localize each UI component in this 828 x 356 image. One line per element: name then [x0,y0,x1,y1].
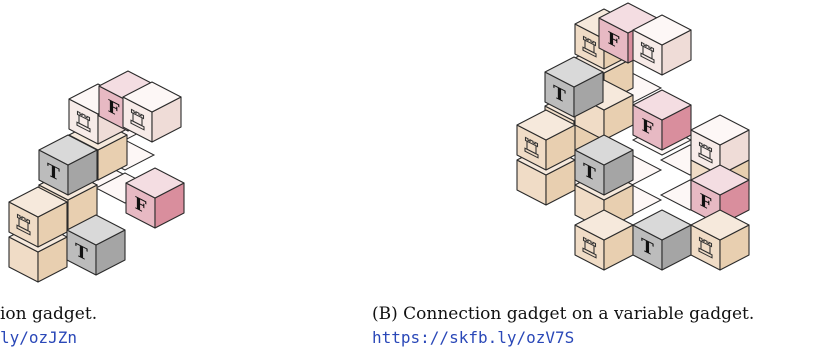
right-link[interactable]: https://skfb.ly/ozV7S [372,328,574,348]
right-caption: (B) Connection gadget on a variable gadg… [372,304,754,324]
false-label: F [699,190,711,216]
cube-t: T [66,214,126,276]
true-label: T [583,160,596,186]
cube-rook [574,209,634,271]
false-label: F [107,96,119,122]
cube-t: T [38,134,98,196]
true-label: T [553,82,566,108]
false-label: F [641,115,653,141]
false-label: F [607,28,619,54]
right-gadget-illustration: F T F T F T [516,2,750,271]
left-caption: ion gadget. [0,304,97,324]
cube-rook [632,14,692,76]
cube-rook [122,81,182,143]
cube-f: F [690,164,750,226]
false-label: F [134,193,146,219]
right-caption-label: (B) [372,304,398,324]
rook-icon [698,141,713,164]
true-label: T [47,160,60,186]
rook-icon [582,236,597,259]
cube-t: T [632,209,692,271]
rook-icon [16,213,31,236]
true-label: T [75,240,88,266]
right-caption-text: Connection gadget on a variable gadget. [403,304,755,324]
rook-icon [698,236,713,259]
cube-f: F [125,167,185,229]
cube-t: T [544,56,604,118]
rook-icon [640,41,655,64]
rook-icon [524,136,539,159]
left-caption-text: ion gadget. [0,304,98,324]
left-gadget-illustration: F T F T [8,70,185,283]
rook-icon [76,110,91,133]
cube-t: T [574,134,634,196]
true-label: T [641,235,654,261]
rook-icon [582,35,597,58]
cube-rook [8,186,68,248]
figure: F T F T F T F T F T [8,2,750,283]
cube-rook [690,114,750,176]
rook-icon [130,108,145,131]
right-link-text[interactable]: https://skfb.ly/ozV7S [372,328,575,347]
cube-rook [690,209,750,271]
left-link[interactable]: ly/ozJZn [0,328,77,348]
left-link-text[interactable]: ly/ozJZn [0,328,78,347]
